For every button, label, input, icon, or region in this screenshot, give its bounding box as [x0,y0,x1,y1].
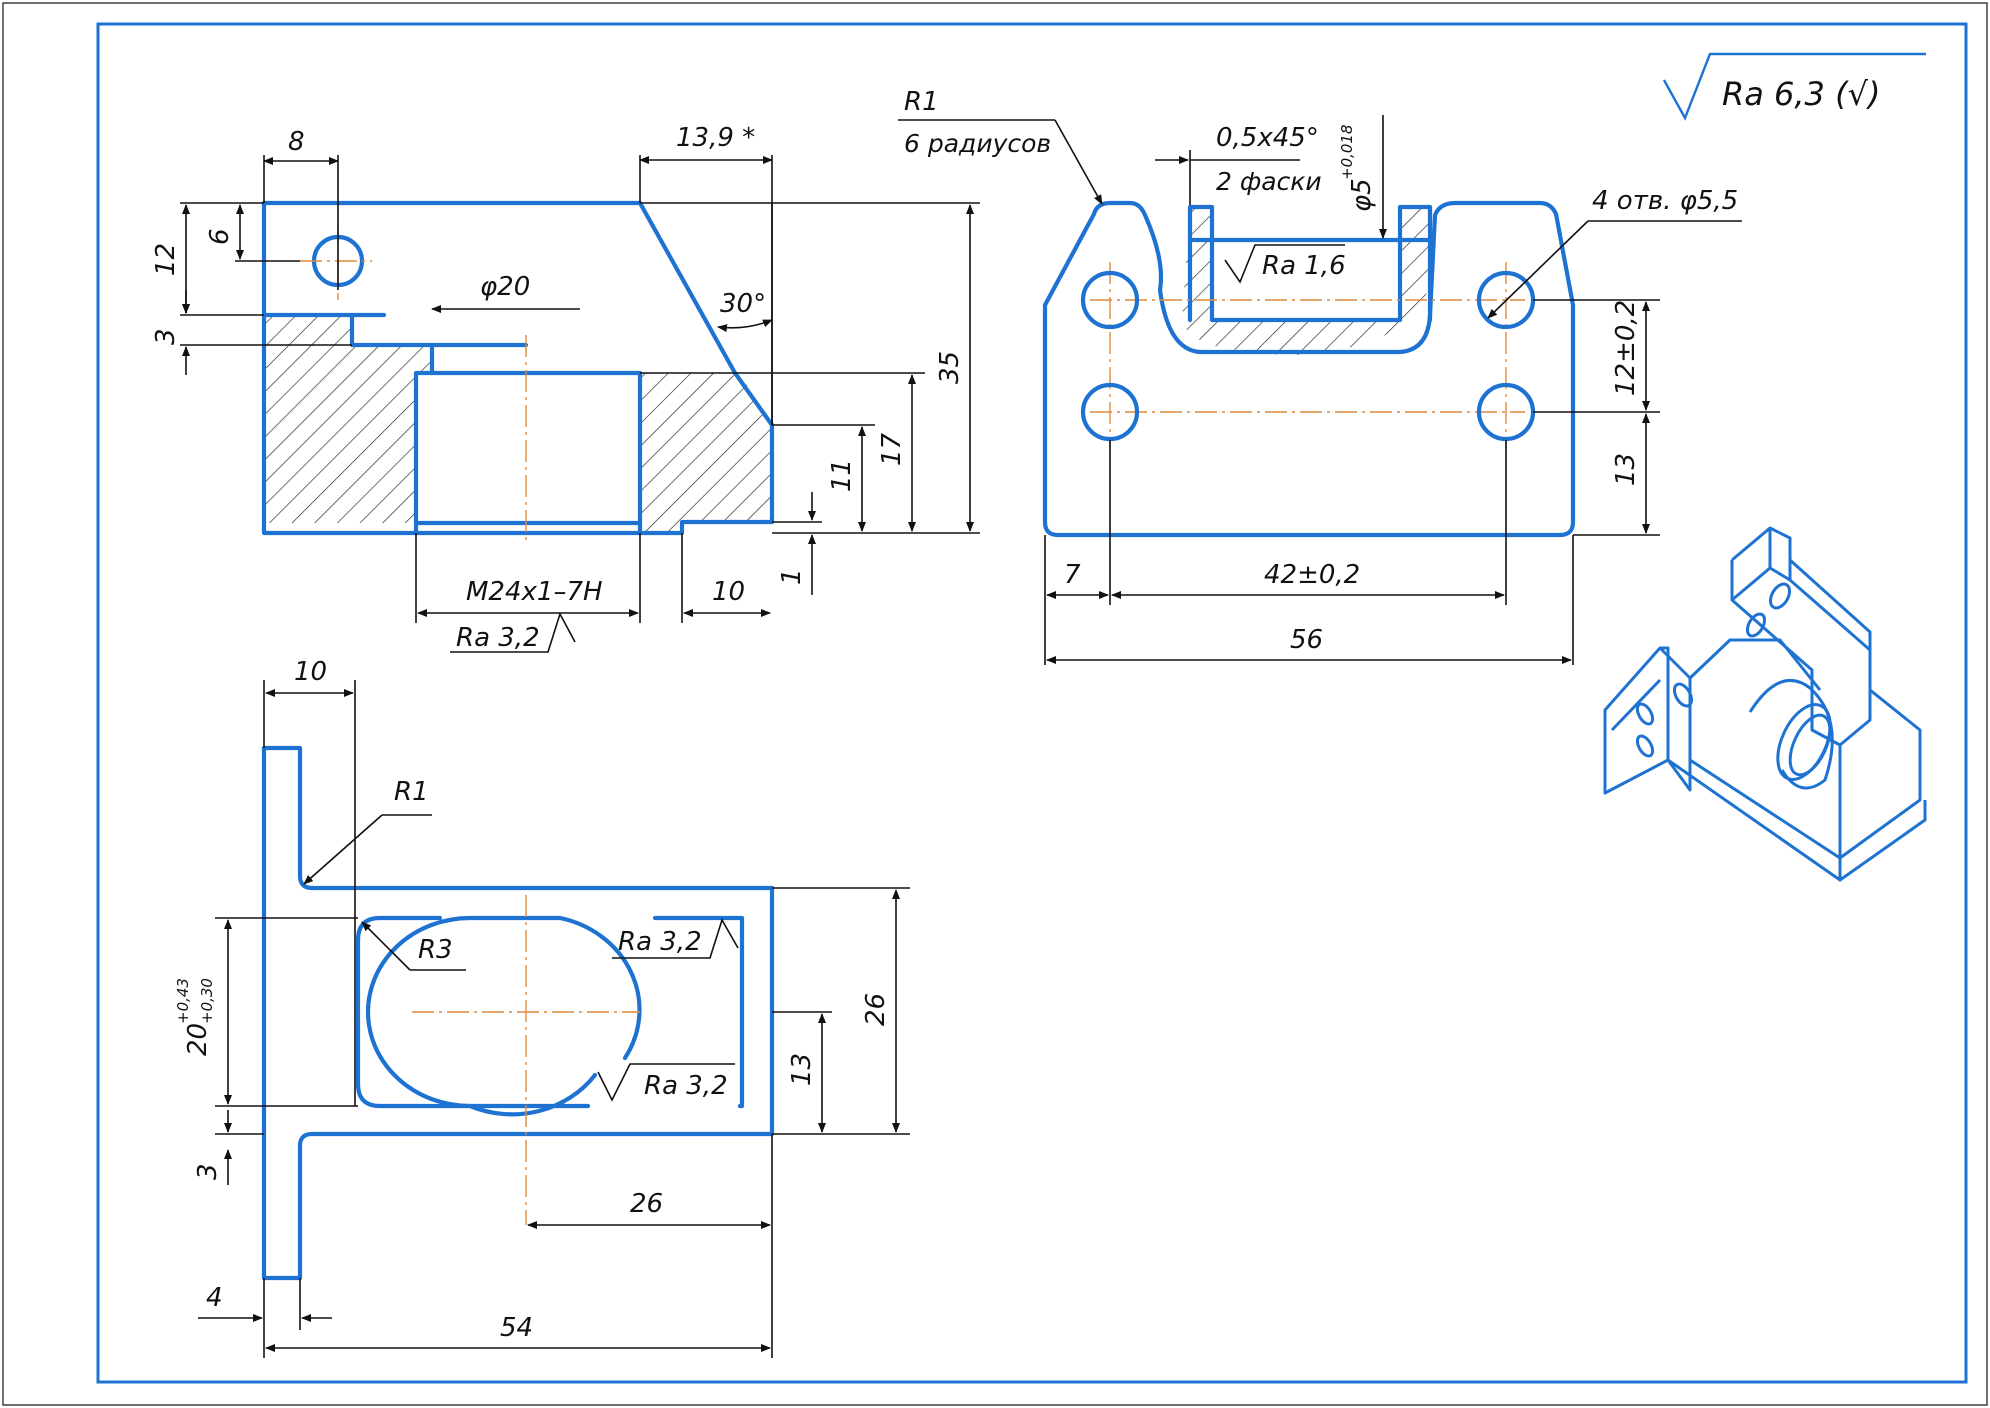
roughness-symbol-general: Ra 6,3 (√) [1662,52,1926,121]
dim-side-chamfer: 0,5x45° [1216,123,1319,153]
side-view-outline [1042,200,1576,538]
dim-front-thread: M24x1–7H [466,577,603,607]
dim-front-11: 11 [827,459,857,492]
dim-side-13: 13 [1611,453,1641,486]
front-section-hatch-left [264,315,432,523]
dim-top-20: 20 [183,1023,213,1056]
front-view-outline [261,200,775,536]
dim-side-56: 56 [1290,625,1323,655]
dim-front-13-9: 13,9 * [676,123,755,153]
dim-top-26-horizontal: 26 [630,1189,663,1219]
top-view-outline [261,745,775,1281]
side-section-hatch [1182,207,1430,355]
roughness-bore-bottom-label: Ra 3,2 [644,1071,728,1101]
dim-top-54: 54 [500,1313,533,1343]
roughness-symbol-bore-bottom [597,1063,735,1102]
front-section-hatch-right [640,373,772,533]
dim-front-17: 17 [877,432,907,466]
drawing-frame [96,22,1968,1384]
dim-front-30deg: 30° [720,289,766,319]
roughness-thread-label: Ra 3,2 [456,623,540,653]
roughness-slot-label: Ra 1,6 [1262,251,1346,281]
side-view: R1 6 радиусов 0,5x45° 2 фаски φ5 +0,018 … [898,87,1742,665]
dim-side-phi5: φ5 [1347,178,1377,212]
dim-front-10: 10 [712,577,745,607]
dim-top-r1: R1 [394,777,429,807]
dim-side-r1: R1 [904,87,939,117]
dim-top-13: 13 [787,1053,817,1086]
dim-side-42: 42±0,2 [1264,560,1360,590]
dim-top-20-tol-upper: +0,43 [174,978,192,1024]
dim-front-3: 3 [151,328,181,345]
dim-front-1: 1 [777,568,807,585]
top-pocket [355,915,745,1109]
dim-side-12-tol: 12±0,2 [1611,300,1641,396]
dim-side-chamfer-note: 2 фаски [1216,167,1322,196]
side-hole-top-left [1080,270,1140,330]
side-hole-bottom-left [1080,382,1140,442]
roughness-symbol-bore-top [612,918,739,959]
dim-side-holes: 4 отв. φ5,5 [1592,186,1738,216]
dim-side-7: 7 [1064,560,1081,590]
roughness-bore-top-label: Ra 3,2 [618,927,702,957]
roughness-symbol-slot [1224,244,1345,284]
front-bore [413,342,643,536]
top-view: 10 R1 R3 Ra 3,2 Ra 3,2 20 +0,43 +0,30 3 … [174,657,910,1358]
dim-front-12: 12 [151,243,181,276]
dim-front-6: 6 [205,228,235,245]
dim-top-20-tol-lower: +0,30 [198,978,216,1024]
side-slot [1187,204,1433,323]
dim-top-10: 10 [294,657,327,687]
top-bore [365,915,642,1117]
dim-top-26-vertical: 26 [861,993,891,1026]
roughness-symbol-thread [450,611,576,653]
dim-top-r3: R3 [418,935,453,965]
dim-front-35: 35 [935,351,965,384]
dim-side-phi5-tol: +0,018 [1338,124,1356,180]
dim-top-4: 4 [206,1283,223,1313]
dim-top-3: 3 [193,1163,223,1180]
isometric-bracket-icon [1603,526,1927,882]
dim-front-8: 8 [288,127,305,157]
dim-front-phi20: φ20 [480,272,530,302]
front-view: 8 13,9 * 6 12 3 φ20 30° 35 17 11 [151,123,980,653]
dim-side-radii-note: 6 радиусов [904,129,1051,158]
roughness-general-label: Ra 6,3 (√) [1722,75,1880,113]
